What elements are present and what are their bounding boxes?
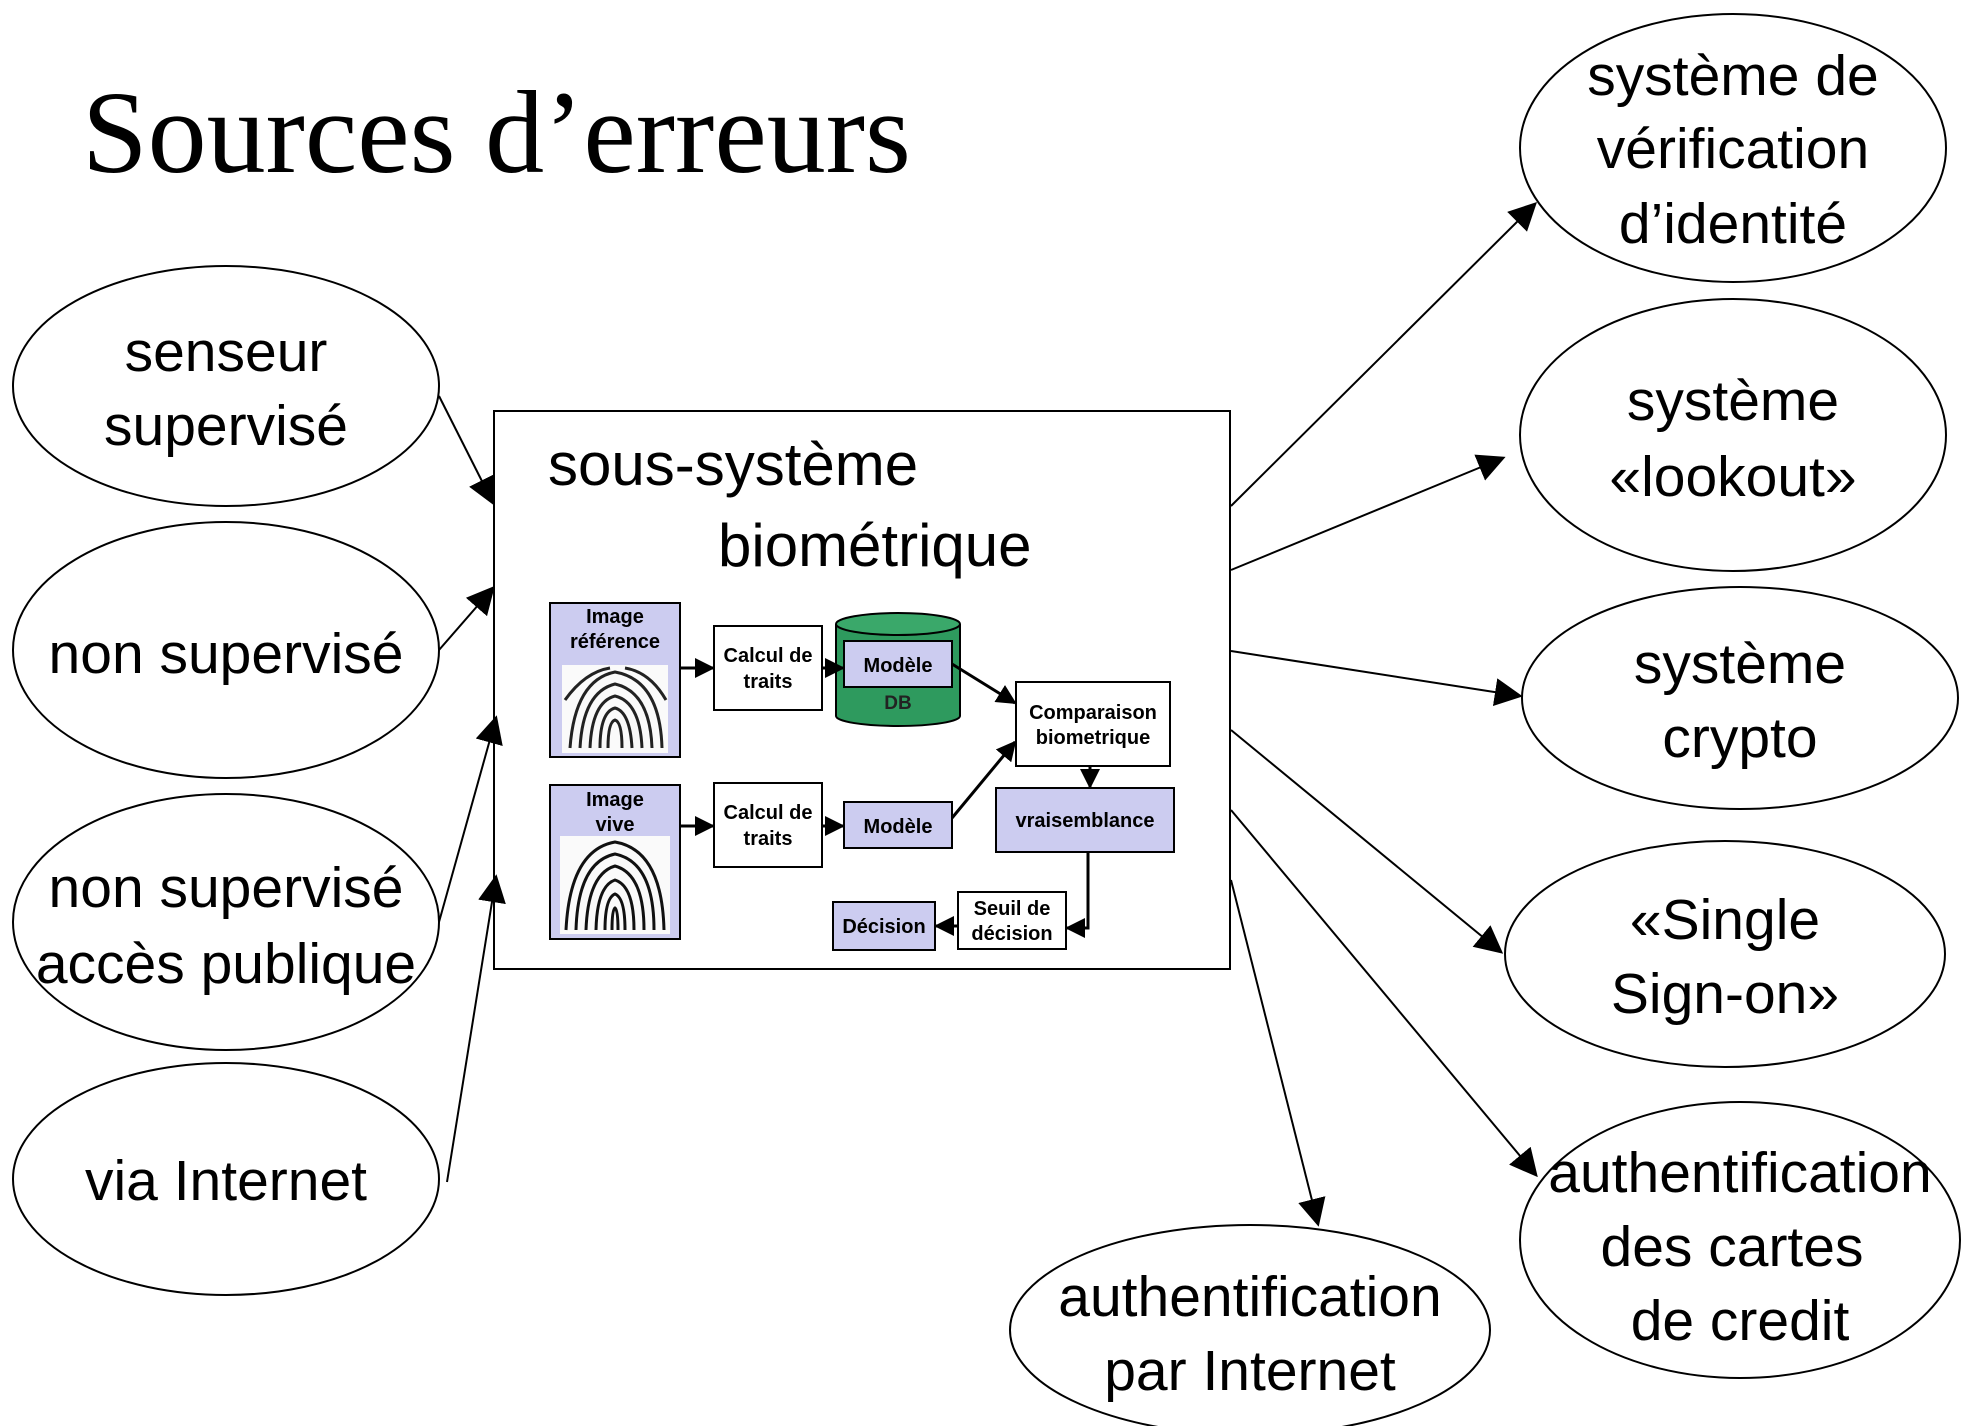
input-arrows xyxy=(438,395,506,1183)
decision-box xyxy=(832,901,936,951)
decision-threshold-label-1: Seuil de xyxy=(974,898,1051,920)
biometric-comparison-label-2: biometrique xyxy=(1036,727,1150,749)
image-reference-label-2: référence xyxy=(570,631,660,653)
input-senseur-supervise: senseur supervisé xyxy=(12,265,440,507)
feature-extraction-bottom-box xyxy=(713,782,823,868)
subsystem-title-line1: sous-système xyxy=(548,431,918,498)
likelihood-box xyxy=(995,787,1175,853)
output-authentification-internet: authentification par Internet xyxy=(1009,1224,1491,1426)
model-top-box xyxy=(843,640,953,688)
biometric-comparison-box xyxy=(1015,681,1171,767)
model-top-label: Modèle xyxy=(864,655,933,677)
output-2-line-1: système xyxy=(1627,369,1839,433)
decision-threshold-label-2: décision xyxy=(971,923,1052,945)
output-single-sign-on: «Single Sign-on» xyxy=(1504,840,1946,1068)
output-1-line-3: d’identité xyxy=(1619,192,1847,256)
output-5-line-2: des cartes xyxy=(1601,1215,1864,1279)
input-non-supervise: non supervisé xyxy=(12,521,440,779)
feature-extraction-top-box xyxy=(713,625,823,711)
output-cartes-credit: authentification des cartes de credit xyxy=(1519,1101,1961,1379)
output-verification-identite: système de vérification d’identité xyxy=(1519,13,1947,283)
output-3-line-2: crypto xyxy=(1662,706,1817,770)
decision-label: Décision xyxy=(842,916,925,938)
feature-extraction-top-label-2: traits xyxy=(744,671,793,693)
output-2-line-2: «lookout» xyxy=(1609,445,1856,509)
decision-threshold-box xyxy=(957,891,1067,950)
model-bottom-box xyxy=(843,801,953,849)
input-1-line-1: senseur xyxy=(125,320,328,384)
output-6-line-2: par Internet xyxy=(1104,1339,1396,1403)
model-bottom-label: Modèle xyxy=(864,816,933,838)
output-3-line-1: système xyxy=(1634,632,1846,696)
likelihood-label: vraisemblance xyxy=(1016,810,1155,832)
output-crypto: système crypto xyxy=(1521,586,1959,810)
output-1-line-2: vérification xyxy=(1597,117,1869,181)
feature-extraction-top-label-1: Calcul de xyxy=(724,645,813,667)
input-via-internet: via Internet xyxy=(12,1062,440,1296)
input-3-line-1: non supervisé xyxy=(49,856,404,920)
fingerprint-live-icon xyxy=(560,836,670,934)
input-3-line-2: accès publique xyxy=(36,932,416,996)
db-label: DB xyxy=(884,693,911,714)
image-live-label-2: vive xyxy=(596,814,635,836)
feature-extraction-bottom-label-1: Calcul de xyxy=(724,802,813,824)
output-4-line-2: Sign-on» xyxy=(1611,962,1839,1026)
output-1-line-1: système de xyxy=(1587,44,1878,108)
input-1-line-2: supervisé xyxy=(104,394,348,458)
input-non-supervise-acces-publique: non supervisé accès publique xyxy=(12,793,440,1051)
input-4-line-1: via Internet xyxy=(85,1149,367,1213)
image-live-label-1: Image xyxy=(586,789,644,811)
biometric-comparison-label-1: Comparaison xyxy=(1029,702,1157,724)
fingerprint-reference-icon xyxy=(562,665,668,753)
output-5-line-3: de credit xyxy=(1631,1289,1850,1353)
feature-extraction-bottom-label-2: traits xyxy=(744,828,793,850)
image-reference-label-1: Image xyxy=(586,606,644,628)
input-2-line-1: non supervisé xyxy=(49,622,404,686)
internal-arrows xyxy=(681,658,1100,938)
output-4-line-1: «Single xyxy=(1630,888,1820,952)
page-title: Sources d’erreurs xyxy=(82,67,911,198)
output-arrows xyxy=(1230,202,1538,1227)
output-6-line-1: authentification xyxy=(1058,1265,1441,1329)
output-5-line-1: authentification xyxy=(1548,1141,1931,1205)
output-lookout: système «lookout» xyxy=(1519,298,1947,572)
subsystem-title-line2: biométrique xyxy=(718,512,1032,579)
